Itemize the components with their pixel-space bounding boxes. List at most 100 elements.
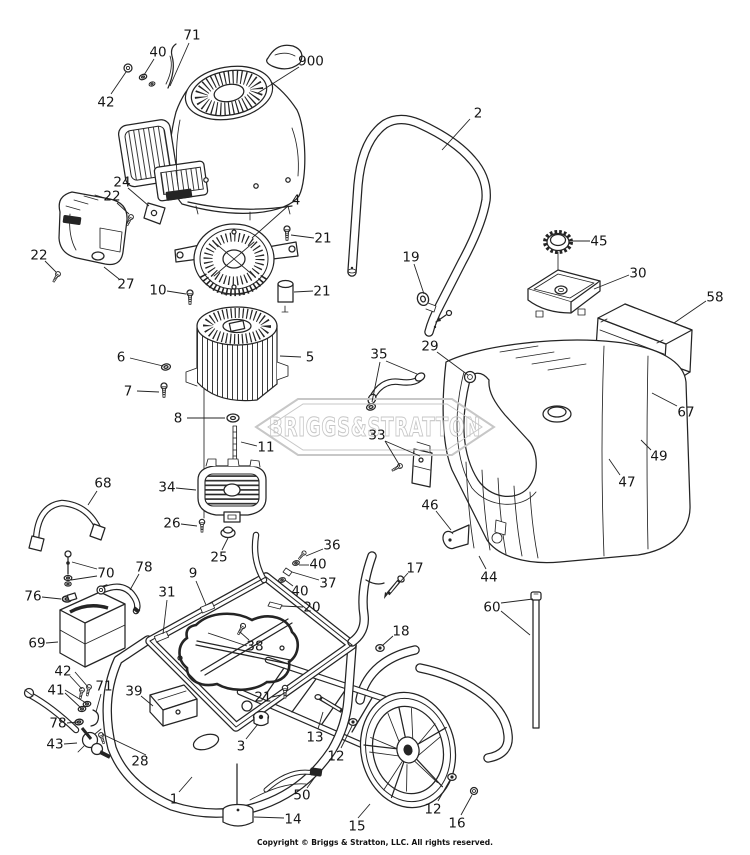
leader-line-35 bbox=[385, 360, 418, 375]
pin-20 bbox=[267, 601, 283, 610]
callout-19: 19 bbox=[402, 250, 419, 266]
callout-45: 45 bbox=[590, 234, 607, 250]
leader-line-71 bbox=[169, 42, 190, 87]
handle-2 bbox=[348, 120, 486, 333]
leader-line-2 bbox=[441, 118, 471, 151]
cone-bushing-46 bbox=[442, 524, 470, 550]
callout-46: 46 bbox=[421, 498, 438, 514]
cover-27 bbox=[58, 191, 128, 266]
clip-19 bbox=[416, 291, 437, 313]
leader-line-20 bbox=[281, 605, 304, 608]
leader-line-70 bbox=[71, 561, 98, 570]
fan-adapter-4 bbox=[174, 223, 299, 313]
callout-44: 44 bbox=[480, 570, 497, 586]
leader-line-78 bbox=[66, 721, 79, 724]
leader-line-9 bbox=[195, 580, 207, 606]
cable-tie-71 bbox=[90, 709, 100, 727]
callout-42: 42 bbox=[54, 664, 71, 680]
callout-40: 40 bbox=[149, 45, 166, 61]
tray-30 bbox=[527, 269, 601, 318]
leader-line-22 bbox=[44, 260, 57, 273]
callout-7: 7 bbox=[124, 384, 133, 400]
leader-line-26 bbox=[180, 523, 198, 527]
leader-line-40 bbox=[143, 58, 155, 76]
leader-line-30 bbox=[593, 274, 630, 290]
leader-line-60 bbox=[500, 598, 534, 604]
callout-16: 16 bbox=[448, 816, 465, 832]
callout-31: 31 bbox=[158, 585, 175, 601]
leader-line-41 bbox=[64, 689, 87, 704]
leader-line-42 bbox=[74, 671, 89, 688]
callout-8: 8 bbox=[174, 411, 183, 427]
bolt-21 bbox=[283, 225, 291, 241]
callout-30: 30 bbox=[629, 266, 646, 282]
grommet-3 bbox=[252, 710, 270, 727]
leader-line-3 bbox=[245, 723, 259, 740]
leader-line-42 bbox=[69, 675, 83, 690]
leader-line-76 bbox=[41, 596, 62, 600]
carburetor-controls bbox=[153, 160, 209, 202]
leader-line-40 bbox=[284, 579, 294, 587]
callout-29: 29 bbox=[421, 339, 438, 355]
battery-69 bbox=[59, 584, 126, 668]
nut-18 bbox=[375, 643, 385, 653]
callout-9: 9 bbox=[189, 566, 198, 582]
leader-line-17 bbox=[399, 572, 409, 583]
callout-40: 40 bbox=[309, 557, 326, 573]
screw-10 bbox=[186, 289, 194, 305]
callout-21: 21 bbox=[314, 231, 331, 247]
gasket-38 bbox=[178, 612, 299, 692]
callout-17: 17 bbox=[406, 561, 423, 577]
callout-4: 4 bbox=[292, 193, 301, 209]
callout-41: 41 bbox=[47, 683, 64, 699]
bolt-7 bbox=[160, 382, 168, 398]
callout-43: 43 bbox=[46, 737, 63, 753]
flywheel-fan bbox=[184, 65, 274, 121]
battery-strap-68 bbox=[28, 503, 106, 552]
callout-21: 21 bbox=[254, 690, 271, 706]
leader-line-33 bbox=[384, 440, 401, 467]
leader-line-50 bbox=[306, 776, 316, 789]
leader-line-70 bbox=[70, 575, 98, 581]
briggs-watermark: BRIGGS&STRATTON bbox=[254, 398, 496, 456]
leader-line-21 bbox=[293, 290, 314, 293]
leader-line-33 bbox=[384, 440, 421, 457]
wire-cap-50 bbox=[249, 767, 323, 801]
capacitor-21 bbox=[277, 279, 294, 313]
callout-13: 13 bbox=[306, 730, 323, 746]
leader-line-49 bbox=[640, 439, 652, 451]
backplate-34 bbox=[197, 458, 267, 539]
bolt-17 bbox=[384, 575, 405, 599]
leader-line-44 bbox=[478, 555, 487, 570]
screw-22 bbox=[50, 270, 62, 284]
leader-line-7 bbox=[136, 390, 160, 393]
callout-35: 35 bbox=[370, 347, 387, 363]
callout-22: 22 bbox=[103, 189, 120, 205]
screw-26 bbox=[198, 518, 206, 533]
callout-24: 24 bbox=[113, 175, 130, 191]
callout-2: 2 bbox=[474, 106, 483, 122]
washer bbox=[147, 80, 157, 88]
leader-line-31 bbox=[162, 599, 168, 635]
leader-line-29 bbox=[436, 351, 469, 376]
callout-50: 50 bbox=[293, 788, 310, 804]
callout-78: 78 bbox=[49, 716, 66, 732]
leader-line-22 bbox=[116, 202, 130, 215]
callout-36: 36 bbox=[323, 538, 340, 554]
callout-28: 28 bbox=[131, 754, 148, 770]
pin-37 bbox=[282, 567, 293, 577]
bolt-42 bbox=[123, 63, 133, 73]
support-rod-60 bbox=[530, 591, 542, 729]
leader-line-5 bbox=[279, 355, 302, 358]
leader-line-25 bbox=[221, 537, 229, 551]
leader-line-12 bbox=[437, 779, 451, 802]
callout-42: 42 bbox=[97, 95, 114, 111]
callout-3: 3 bbox=[237, 739, 246, 755]
callout-21: 21 bbox=[313, 284, 330, 300]
engine-assembly bbox=[50, 43, 306, 284]
leader-line-39 bbox=[140, 695, 154, 707]
leader-line-21 bbox=[290, 234, 315, 239]
callout-71: 71 bbox=[95, 679, 112, 695]
leader-line-43 bbox=[63, 742, 78, 745]
